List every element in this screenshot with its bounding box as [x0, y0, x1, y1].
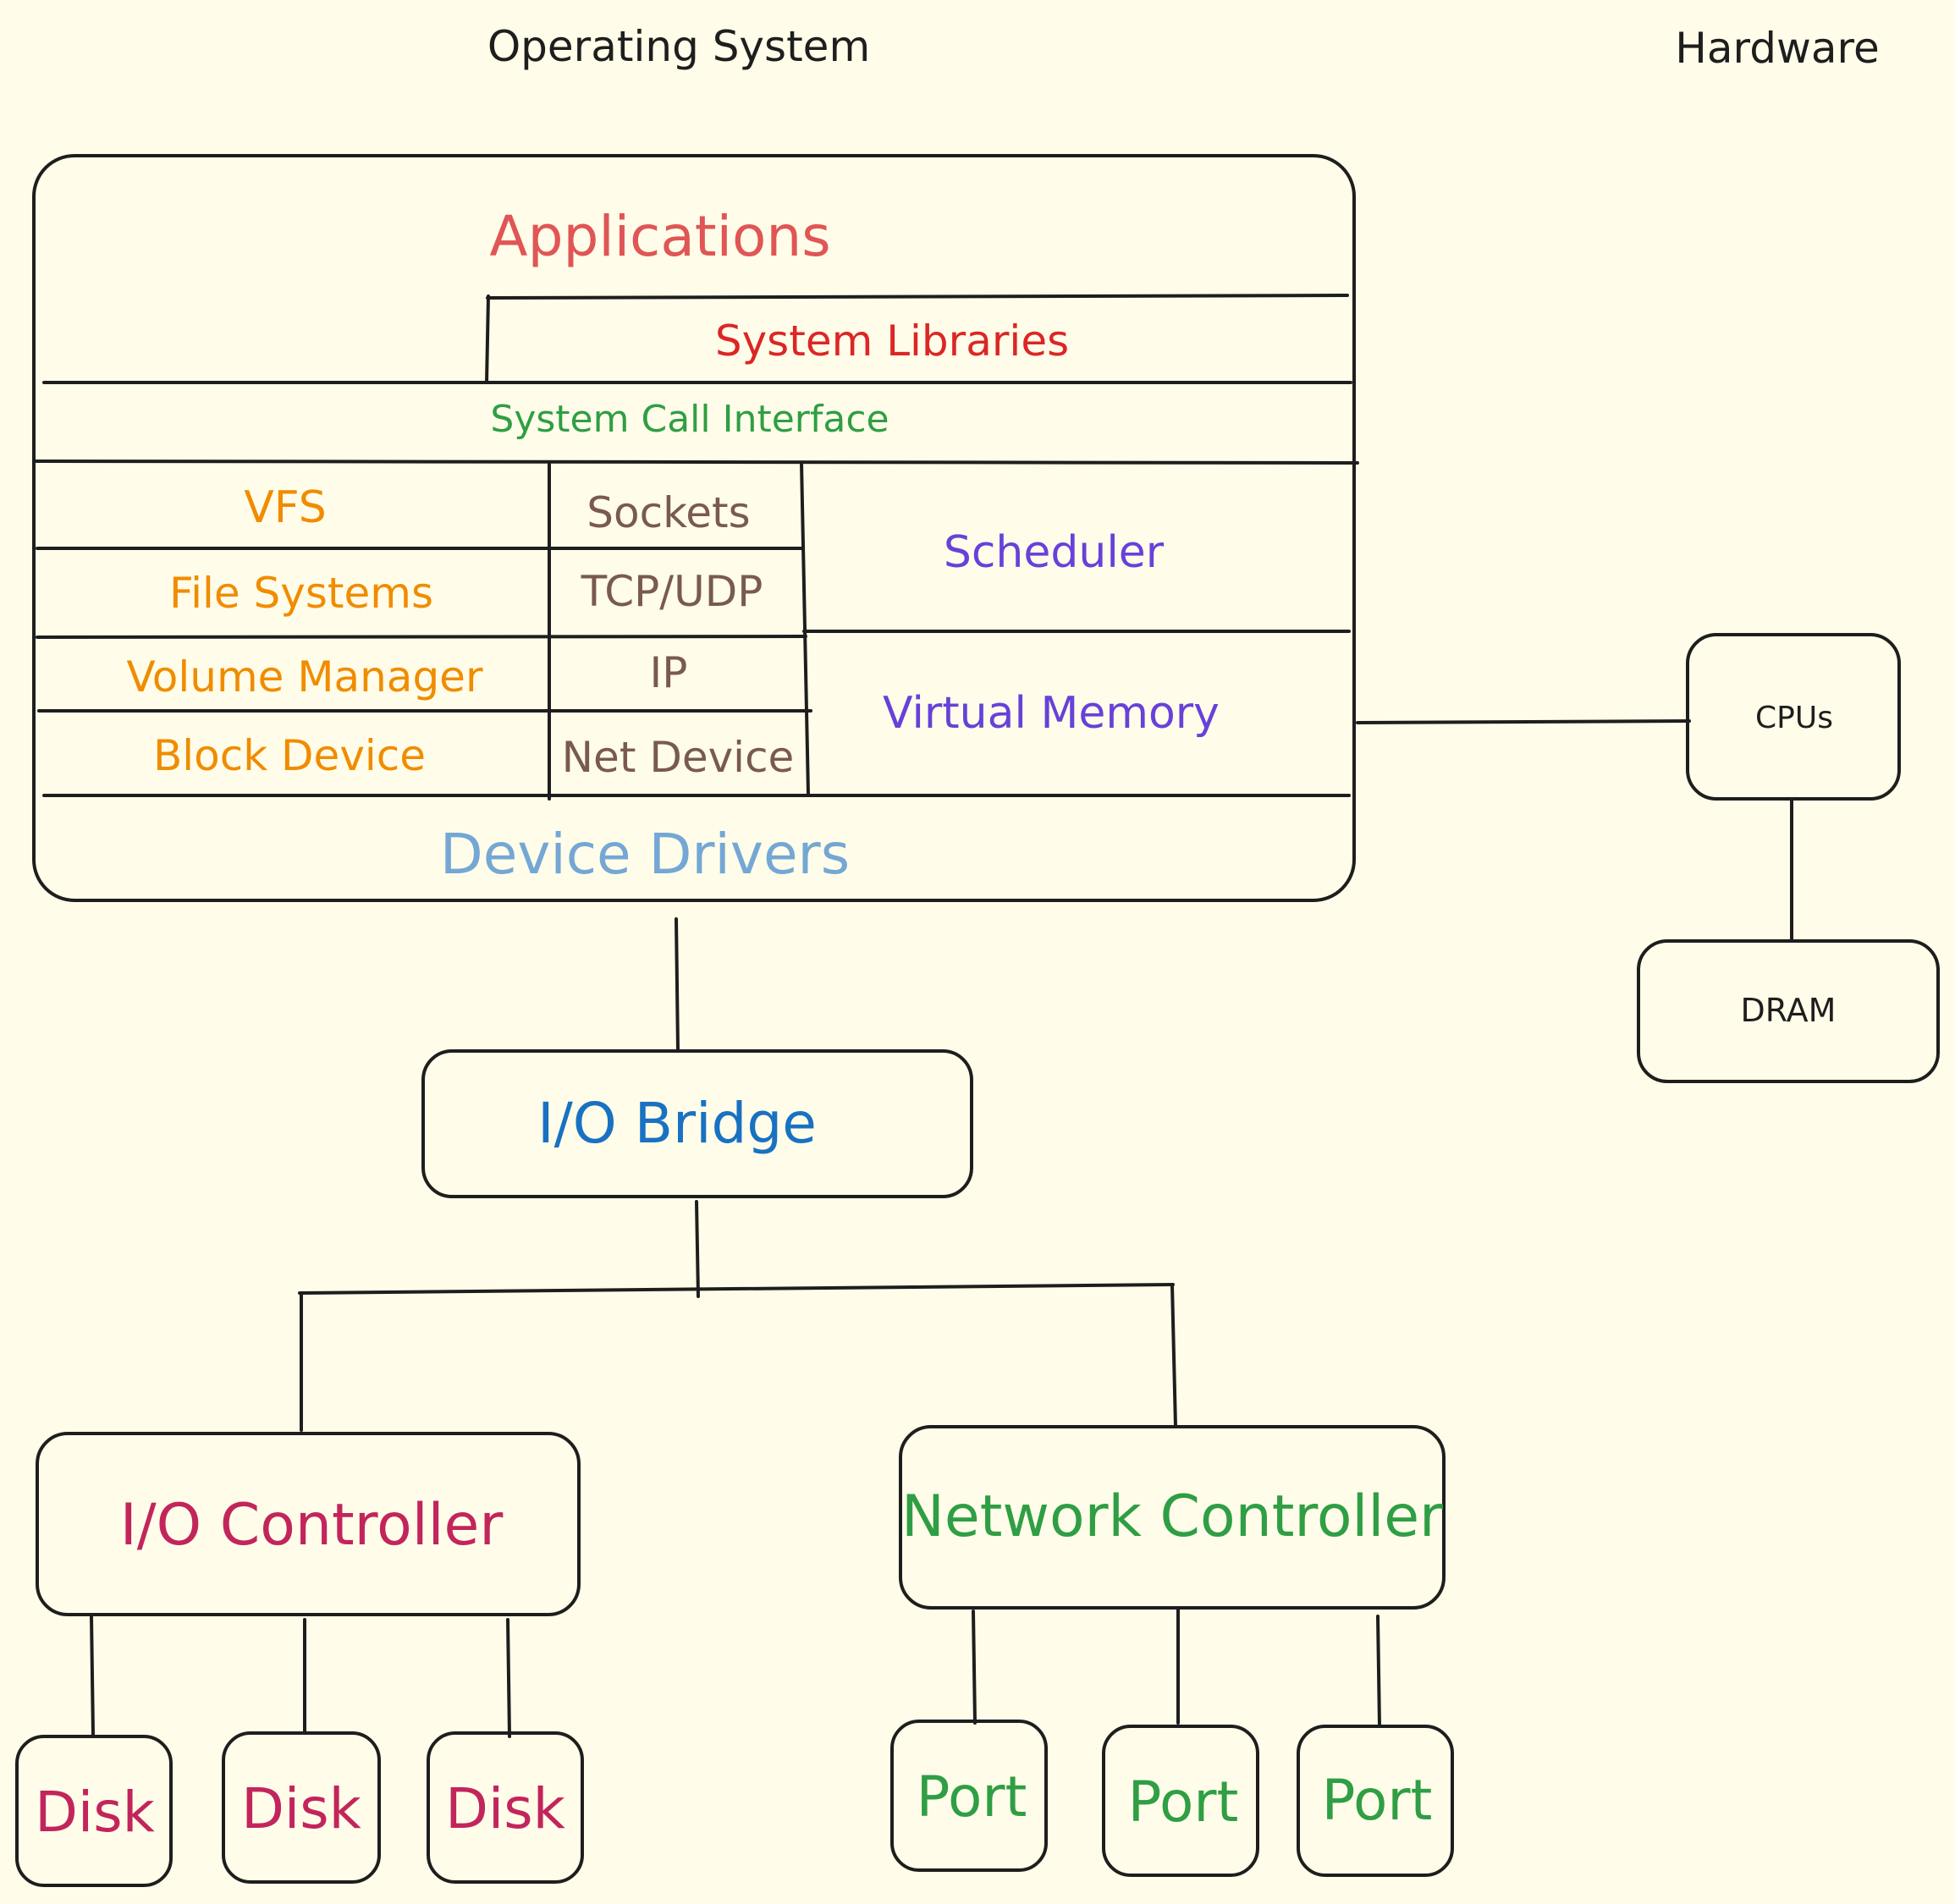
os-to-cpus-connector	[1356, 719, 1691, 724]
virtual-memory-label: Virtual Memory	[883, 688, 1220, 739]
device-drivers-label: Device Drivers	[440, 822, 850, 887]
disk-connectors	[90, 1615, 511, 1738]
disk-label: Disk	[241, 1776, 362, 1841]
ip-label: IP	[650, 648, 688, 697]
system-libraries-label: System Libraries	[715, 316, 1069, 366]
system-call-interface-label: System Call Interface	[490, 398, 889, 441]
scheduler-label: Scheduler	[944, 527, 1165, 578]
block-device-label: Block Device	[153, 731, 426, 780]
port-connectors	[972, 1606, 1381, 1728]
network-controller-box	[899, 1425, 1446, 1610]
vfs-label: VFS	[244, 482, 327, 533]
file-systems-label: File Systems	[169, 569, 433, 618]
os-to-io-bridge-connector	[675, 917, 680, 1053]
io-bridge-tree	[298, 1200, 1177, 1432]
port-label: Port	[1128, 1769, 1239, 1835]
disk-box	[427, 1731, 584, 1884]
tcp-udp-label: TCP/UDP	[581, 567, 763, 616]
disk-label: Disk	[35, 1780, 156, 1845]
os-box	[32, 154, 1356, 902]
network-controller-label: Network Controller	[901, 1483, 1443, 1550]
disk-box	[222, 1731, 381, 1884]
dram-box	[1637, 939, 1940, 1083]
io-controller-label: I/O Controller	[120, 1492, 504, 1559]
cpus-label: CPUs	[1755, 701, 1833, 735]
port-box	[1102, 1725, 1259, 1877]
port-label: Port	[1322, 1768, 1433, 1833]
io-controller-box	[36, 1432, 581, 1616]
hardware-heading: Hardware	[1675, 24, 1879, 73]
dram-label: DRAM	[1741, 992, 1837, 1029]
io-bridge-label: I/O Bridge	[537, 1091, 817, 1156]
sockets-label: Sockets	[586, 488, 750, 537]
port-box	[1297, 1725, 1454, 1877]
io-bridge-box	[421, 1049, 973, 1198]
applications-label: Applications	[489, 204, 830, 269]
os-heading: Operating System	[487, 22, 870, 71]
volume-manager-label: Volume Manager	[126, 652, 482, 702]
disk-box	[15, 1735, 173, 1887]
port-box	[890, 1720, 1048, 1872]
disk-label: Disk	[445, 1776, 566, 1841]
net-device-label: Net Device	[562, 733, 795, 782]
os-dividers	[34, 294, 1359, 801]
port-label: Port	[917, 1764, 1027, 1830]
